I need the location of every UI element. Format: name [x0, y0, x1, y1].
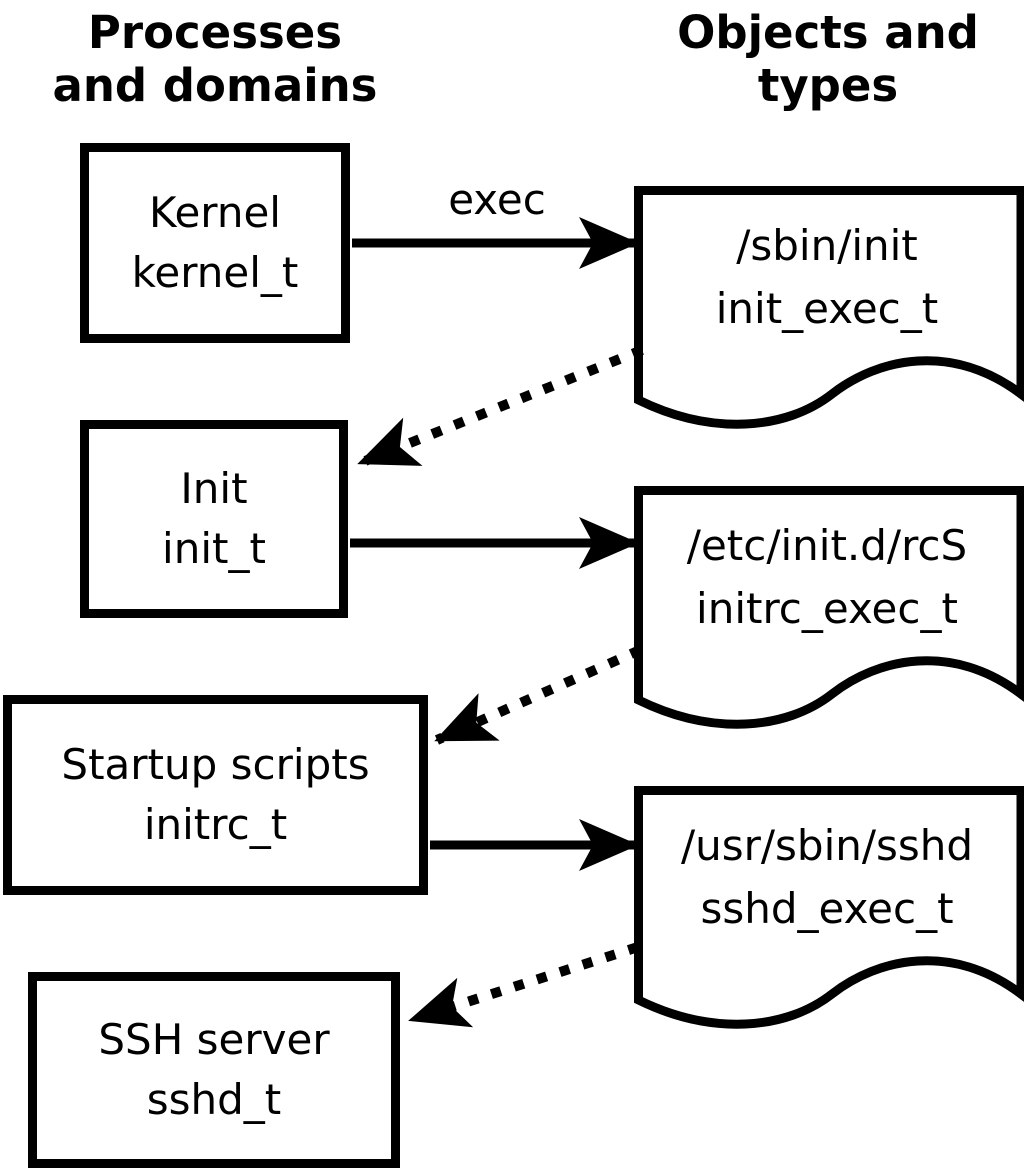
transition-arrow-rcs-to-startup: [434, 645, 643, 745]
process-name: Kernel: [149, 188, 281, 237]
process-box-ssh-server: SSH server sshd_t: [28, 972, 400, 1168]
left-column-header: Processes and domains: [15, 6, 415, 112]
object-type: init_exec_t: [715, 284, 939, 333]
right-header-line2: types: [757, 59, 899, 112]
document-shape: [634, 186, 1024, 429]
process-box-startup-scripts: Startup scripts initrc_t: [3, 695, 428, 895]
object-type: sshd_exec_t: [700, 884, 954, 933]
object-path: /sbin/init: [736, 221, 918, 270]
object-type: initrc_exec_t: [696, 584, 958, 633]
object-label: /usr/sbin/sshd sshd_exec_t: [634, 814, 1020, 940]
exec-arrow-label: exec: [448, 175, 546, 224]
left-header-line1: Processes: [87, 6, 343, 59]
transition-arrow-sshd-to-sshserver: [408, 942, 640, 1028]
process-type: initrc_t: [143, 800, 288, 849]
document-shape: [634, 786, 1024, 1029]
process-name: SSH server: [98, 1015, 330, 1064]
process-box-init: Init init_t: [80, 420, 348, 618]
object-doc-etc-initd-rcs: /etc/init.d/rcS initrc_exec_t: [634, 486, 1024, 738]
process-type: sshd_t: [146, 1075, 282, 1124]
object-doc-usr-sbin-sshd: /usr/sbin/sshd sshd_exec_t: [634, 786, 1024, 1038]
object-path: /etc/init.d/rcS: [686, 521, 968, 570]
process-name: Init: [180, 464, 248, 513]
process-name: Startup scripts: [61, 740, 370, 789]
transition-arrow-sbin-init-to-init: [357, 345, 644, 468]
object-label: /etc/init.d/rcS initrc_exec_t: [634, 514, 1020, 640]
right-header-line1: Objects and: [677, 6, 979, 59]
object-label: /sbin/init init_exec_t: [634, 214, 1020, 340]
process-box-kernel: Kernel kernel_t: [80, 143, 350, 343]
process-type: init_t: [162, 524, 266, 573]
document-shape: [634, 486, 1024, 729]
right-column-header: Objects and types: [628, 6, 1024, 112]
left-header-line2: and domains: [52, 59, 378, 112]
object-doc-sbin-init: /sbin/init init_exec_t: [634, 186, 1024, 438]
object-path: /usr/sbin/sshd: [680, 821, 974, 870]
process-type: kernel_t: [131, 248, 299, 297]
